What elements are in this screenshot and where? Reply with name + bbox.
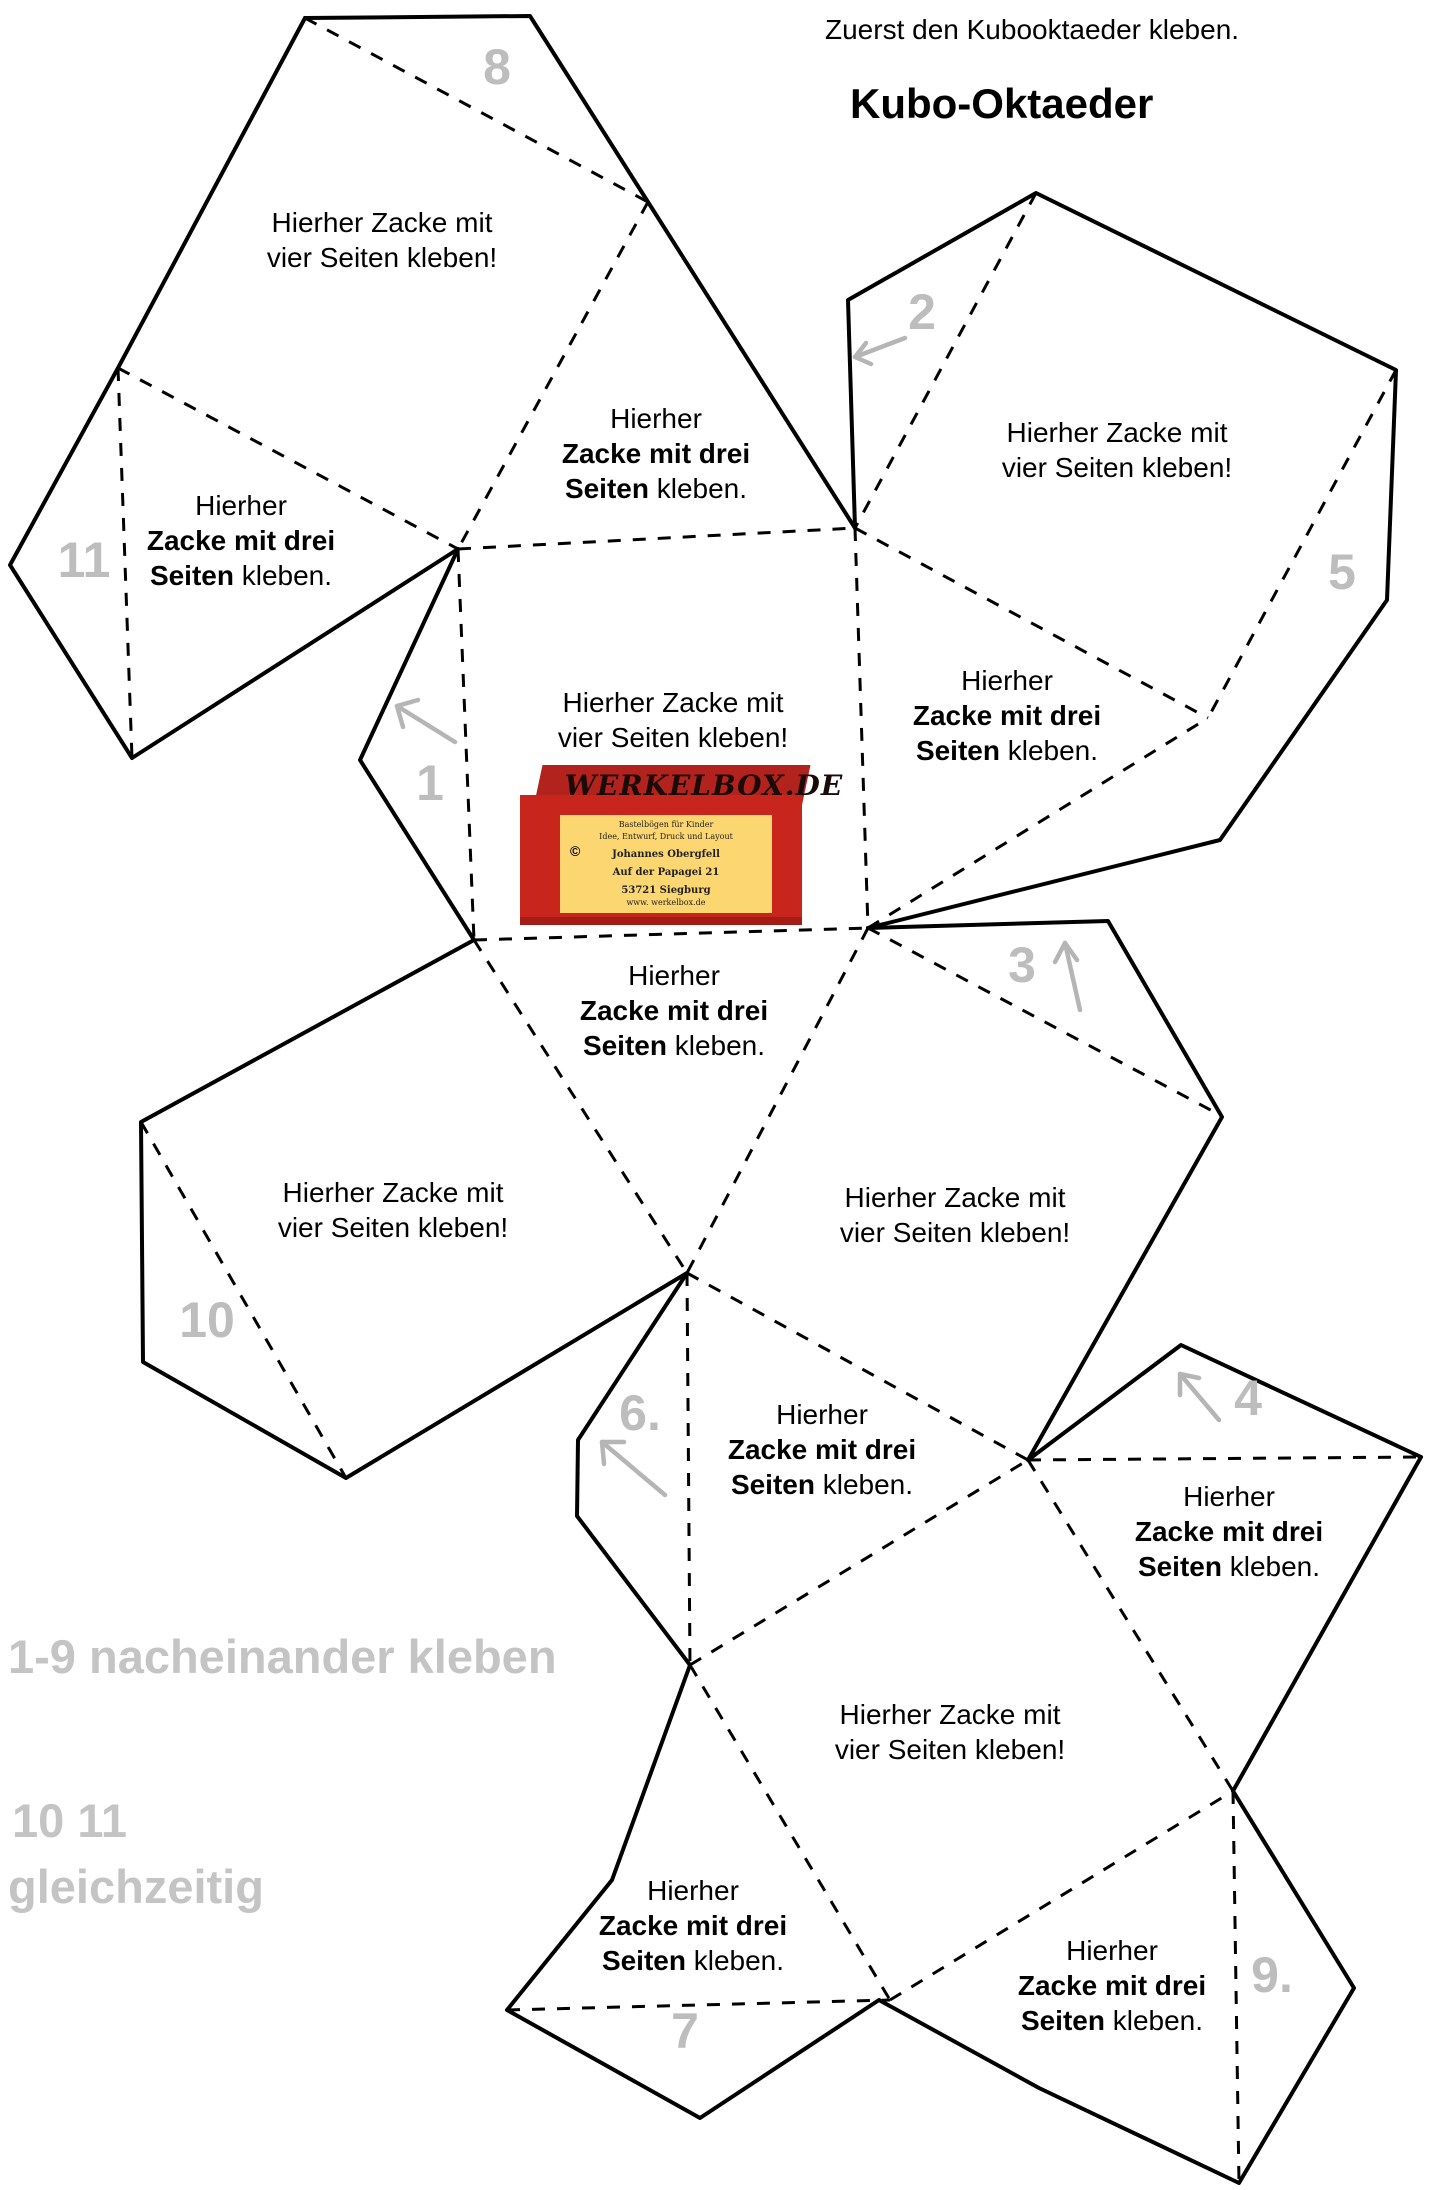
tab-number-5: 5 [1328, 544, 1356, 600]
fold-lines [116, 16, 1422, 2184]
triangle-line-3-bold: Seiten [564, 473, 649, 504]
triangle-line-3: kleben. [648, 473, 748, 504]
logo-line-3: Johannes Obergfell [612, 849, 720, 860]
triangle-face-label: Hierher Zacke mit drei Seiten kleben. [562, 401, 750, 506]
logo-line-2: Idee, Entwurf, Druck und Layout [599, 832, 733, 841]
logo-box-front: © Bastelbögen für Kinder Idee, Entwurf, … [520, 795, 802, 925]
square-face-label: Hierher Zacke mit vier Seiten kleben! [834, 1699, 1066, 1765]
triangle-line-1: Hierher [195, 490, 287, 521]
triangle-line-3-bold: Seiten [149, 560, 234, 591]
triangle-line-3-bold: Seiten [601, 1945, 686, 1976]
triangle-line-1: Hierher [1183, 1481, 1275, 1512]
triangle-face-label: Hierher Zacke mit drei Seiten kleben. [147, 488, 335, 593]
logo-line-6: www. werkelbox.de [626, 898, 706, 907]
triangle-line-1: Hierher [647, 1875, 739, 1906]
arrow-2 [852, 335, 908, 367]
triangle-face-label: Hierher Zacke mit drei Seiten kleben. [599, 1873, 787, 1978]
tab-number-11: 11 [57, 532, 111, 588]
triangle-face-label: Hierher Zacke mit drei Seiten kleben. [913, 663, 1101, 768]
triangle-face-label: Hierher Zacke mit drei Seiten kleben. [1018, 1933, 1206, 2038]
triangle-line-2: Zacke mit drei [146, 525, 336, 556]
triangle-line-3-bold: Seiten [915, 735, 1000, 766]
arrow-1 [394, 697, 458, 745]
triangle-line-2: Zacke mit drei [579, 995, 769, 1026]
logo-line-5: 53721 Siegburg [621, 885, 711, 896]
simultaneous-note-line-1: 10 11 [12, 1794, 128, 1847]
square-face-label: Hierher Zacke mit vier Seiten kleben! [1001, 417, 1233, 483]
instruction-text: Zuerst den Kubooktaeder kleben. [825, 14, 1240, 45]
triangle-line-1: Hierher [628, 960, 720, 991]
triangle-line-3-bold: Seiten [1137, 1551, 1222, 1582]
werkelbox-logo: WERKELBOX.DE © Bastelbögen für Kinder Id… [520, 765, 843, 925]
sequence-note: 1-9 nacheinander kleben [8, 1630, 557, 1683]
triangle-line-1: Hierher [1066, 1935, 1158, 1966]
tab-number-4: 4 [1234, 1370, 1262, 1426]
triangle-line-3-bold: Seiten [730, 1469, 815, 1500]
arrow-6 [599, 1439, 668, 1498]
arrow-3 [1052, 940, 1083, 1013]
triangle-line-1: Hierher [776, 1399, 868, 1430]
triangle-face-label: Hierher Zacke mit drei Seiten kleben. [728, 1397, 916, 1502]
copyright-symbol: © [570, 843, 581, 859]
triangle-line-3-bold: Seiten [1020, 2005, 1105, 2036]
square-face-label: Hierher Zacke mit vier Seiten kleben! [557, 687, 789, 753]
triangle-line-3-bold: Seiten [582, 1030, 667, 1061]
square-face-label: Hierher Zacke mit vier Seiten kleben! [839, 1182, 1071, 1248]
simultaneous-note-line-2: gleichzeitig [8, 1860, 264, 1913]
square-face-label: Hierher Zacke mit vier Seiten kleben! [266, 207, 498, 273]
triangle-line-3: kleben. [1221, 1551, 1321, 1582]
tab-number-2: 2 [908, 284, 936, 340]
tab-number-7: 7 [671, 2003, 699, 2059]
tab-number-9: 9. [1251, 1947, 1293, 2003]
square-face-label: Hierher Zacke mit vier Seiten kleben! [277, 1177, 509, 1243]
cut-lines [8, 14, 1423, 2185]
logo-line-4: Auf der Papagei 21 [612, 867, 720, 878]
triangle-line-2: Zacke mit drei [912, 700, 1102, 731]
triangle-face-label: Hierher Zacke mit drei Seiten kleben. [580, 958, 768, 1063]
page-title: Kubo-Oktaeder [850, 80, 1154, 127]
triangle-line-2: Zacke mit drei [727, 1434, 917, 1465]
triangle-line-3: kleben. [233, 560, 333, 591]
triangle-line-2: Zacke mit drei [561, 438, 751, 469]
logo-line-1: Bastelbögen für Kinder [618, 820, 714, 829]
tab-number-6: 6. [619, 1385, 661, 1441]
triangle-face-label: Hierher Zacke mit drei Seiten kleben. [1135, 1479, 1323, 1584]
tab-number-3: 3 [1008, 937, 1036, 993]
tab-number-10: 10 [179, 1292, 235, 1348]
logo-card: © Bastelbögen für Kinder Idee, Entwurf, … [560, 815, 772, 913]
tab-number-1: 1 [416, 755, 444, 811]
triangle-line-1: Hierher [610, 403, 702, 434]
triangle-line-2: Zacke mit drei [1134, 1516, 1324, 1547]
tab-number-8: 8 [483, 39, 511, 95]
triangle-line-3: kleben. [666, 1030, 766, 1061]
triangle-line-2: Zacke mit drei [598, 1910, 788, 1941]
triangle-line-3: kleben. [999, 735, 1099, 766]
triangle-line-3: kleben. [685, 1945, 785, 1976]
direction-arrows [394, 335, 1222, 1498]
triangle-line-3: kleben. [1104, 2005, 1204, 2036]
triangle-line-2: Zacke mit drei [1017, 1970, 1207, 2001]
triangle-line-3: kleben. [814, 1469, 914, 1500]
triangle-line-1: Hierher [961, 665, 1053, 696]
arrow-4 [1177, 1371, 1222, 1423]
